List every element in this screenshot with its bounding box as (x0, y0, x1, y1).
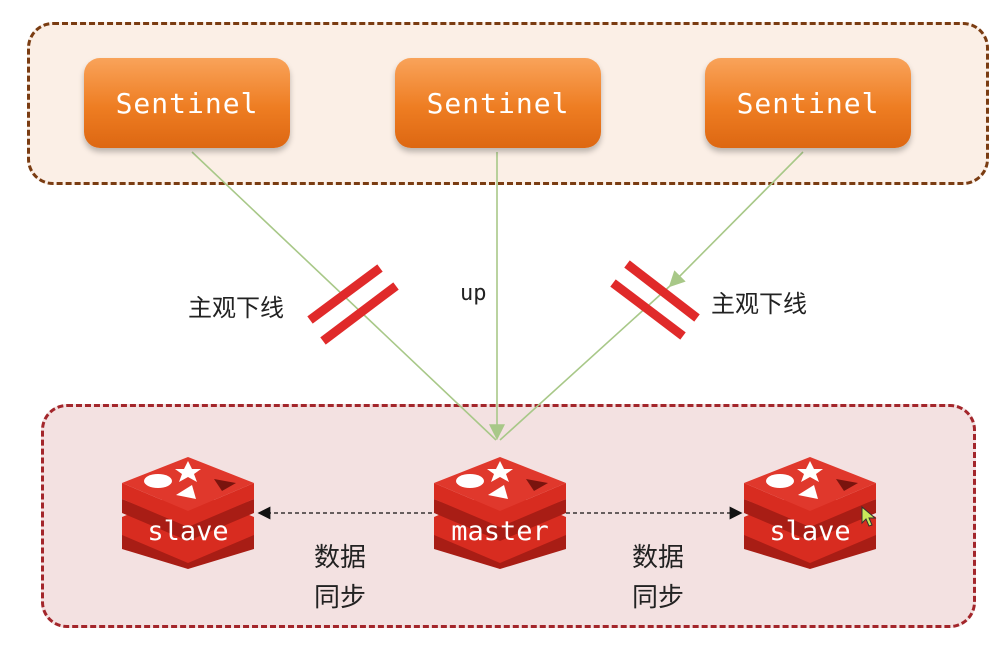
slave-left-label: slave (147, 516, 229, 547)
cut-mark-right (610, 260, 700, 340)
sync-left-line-2: 同步 (313, 583, 366, 613)
sentinel-node-2: Sentinel (395, 58, 601, 148)
sentinel-node-1: Sentinel (84, 58, 290, 148)
up-label: up (460, 281, 487, 306)
master-label: master (451, 516, 549, 547)
redis-master: master (430, 455, 570, 570)
data-sync-label-left: 数据 同步 (305, 538, 375, 618)
redis-logo-icon (122, 457, 254, 569)
redis-slave-left: slave (118, 455, 258, 570)
slave-right-label: slave (769, 516, 851, 547)
cut-mark-left (307, 264, 399, 345)
redis-slave-right: slave (740, 455, 880, 570)
data-sync-label-right: 数据 同步 (623, 538, 693, 618)
redis-logo-icon (744, 457, 876, 569)
sync-right-line-2: 同步 (631, 583, 684, 613)
link-right-sentinel (668, 151, 804, 288)
mouse-cursor-icon (861, 505, 877, 527)
subjective-down-label-right: 主观下线 (711, 290, 807, 318)
sync-left-line-1: 数据 (313, 543, 366, 573)
sentinel-node-3: Sentinel (705, 58, 911, 148)
sync-right-line-1: 数据 (631, 543, 684, 573)
redis-logo-icon (434, 457, 566, 569)
subjective-down-label-left: 主观下线 (188, 294, 284, 322)
